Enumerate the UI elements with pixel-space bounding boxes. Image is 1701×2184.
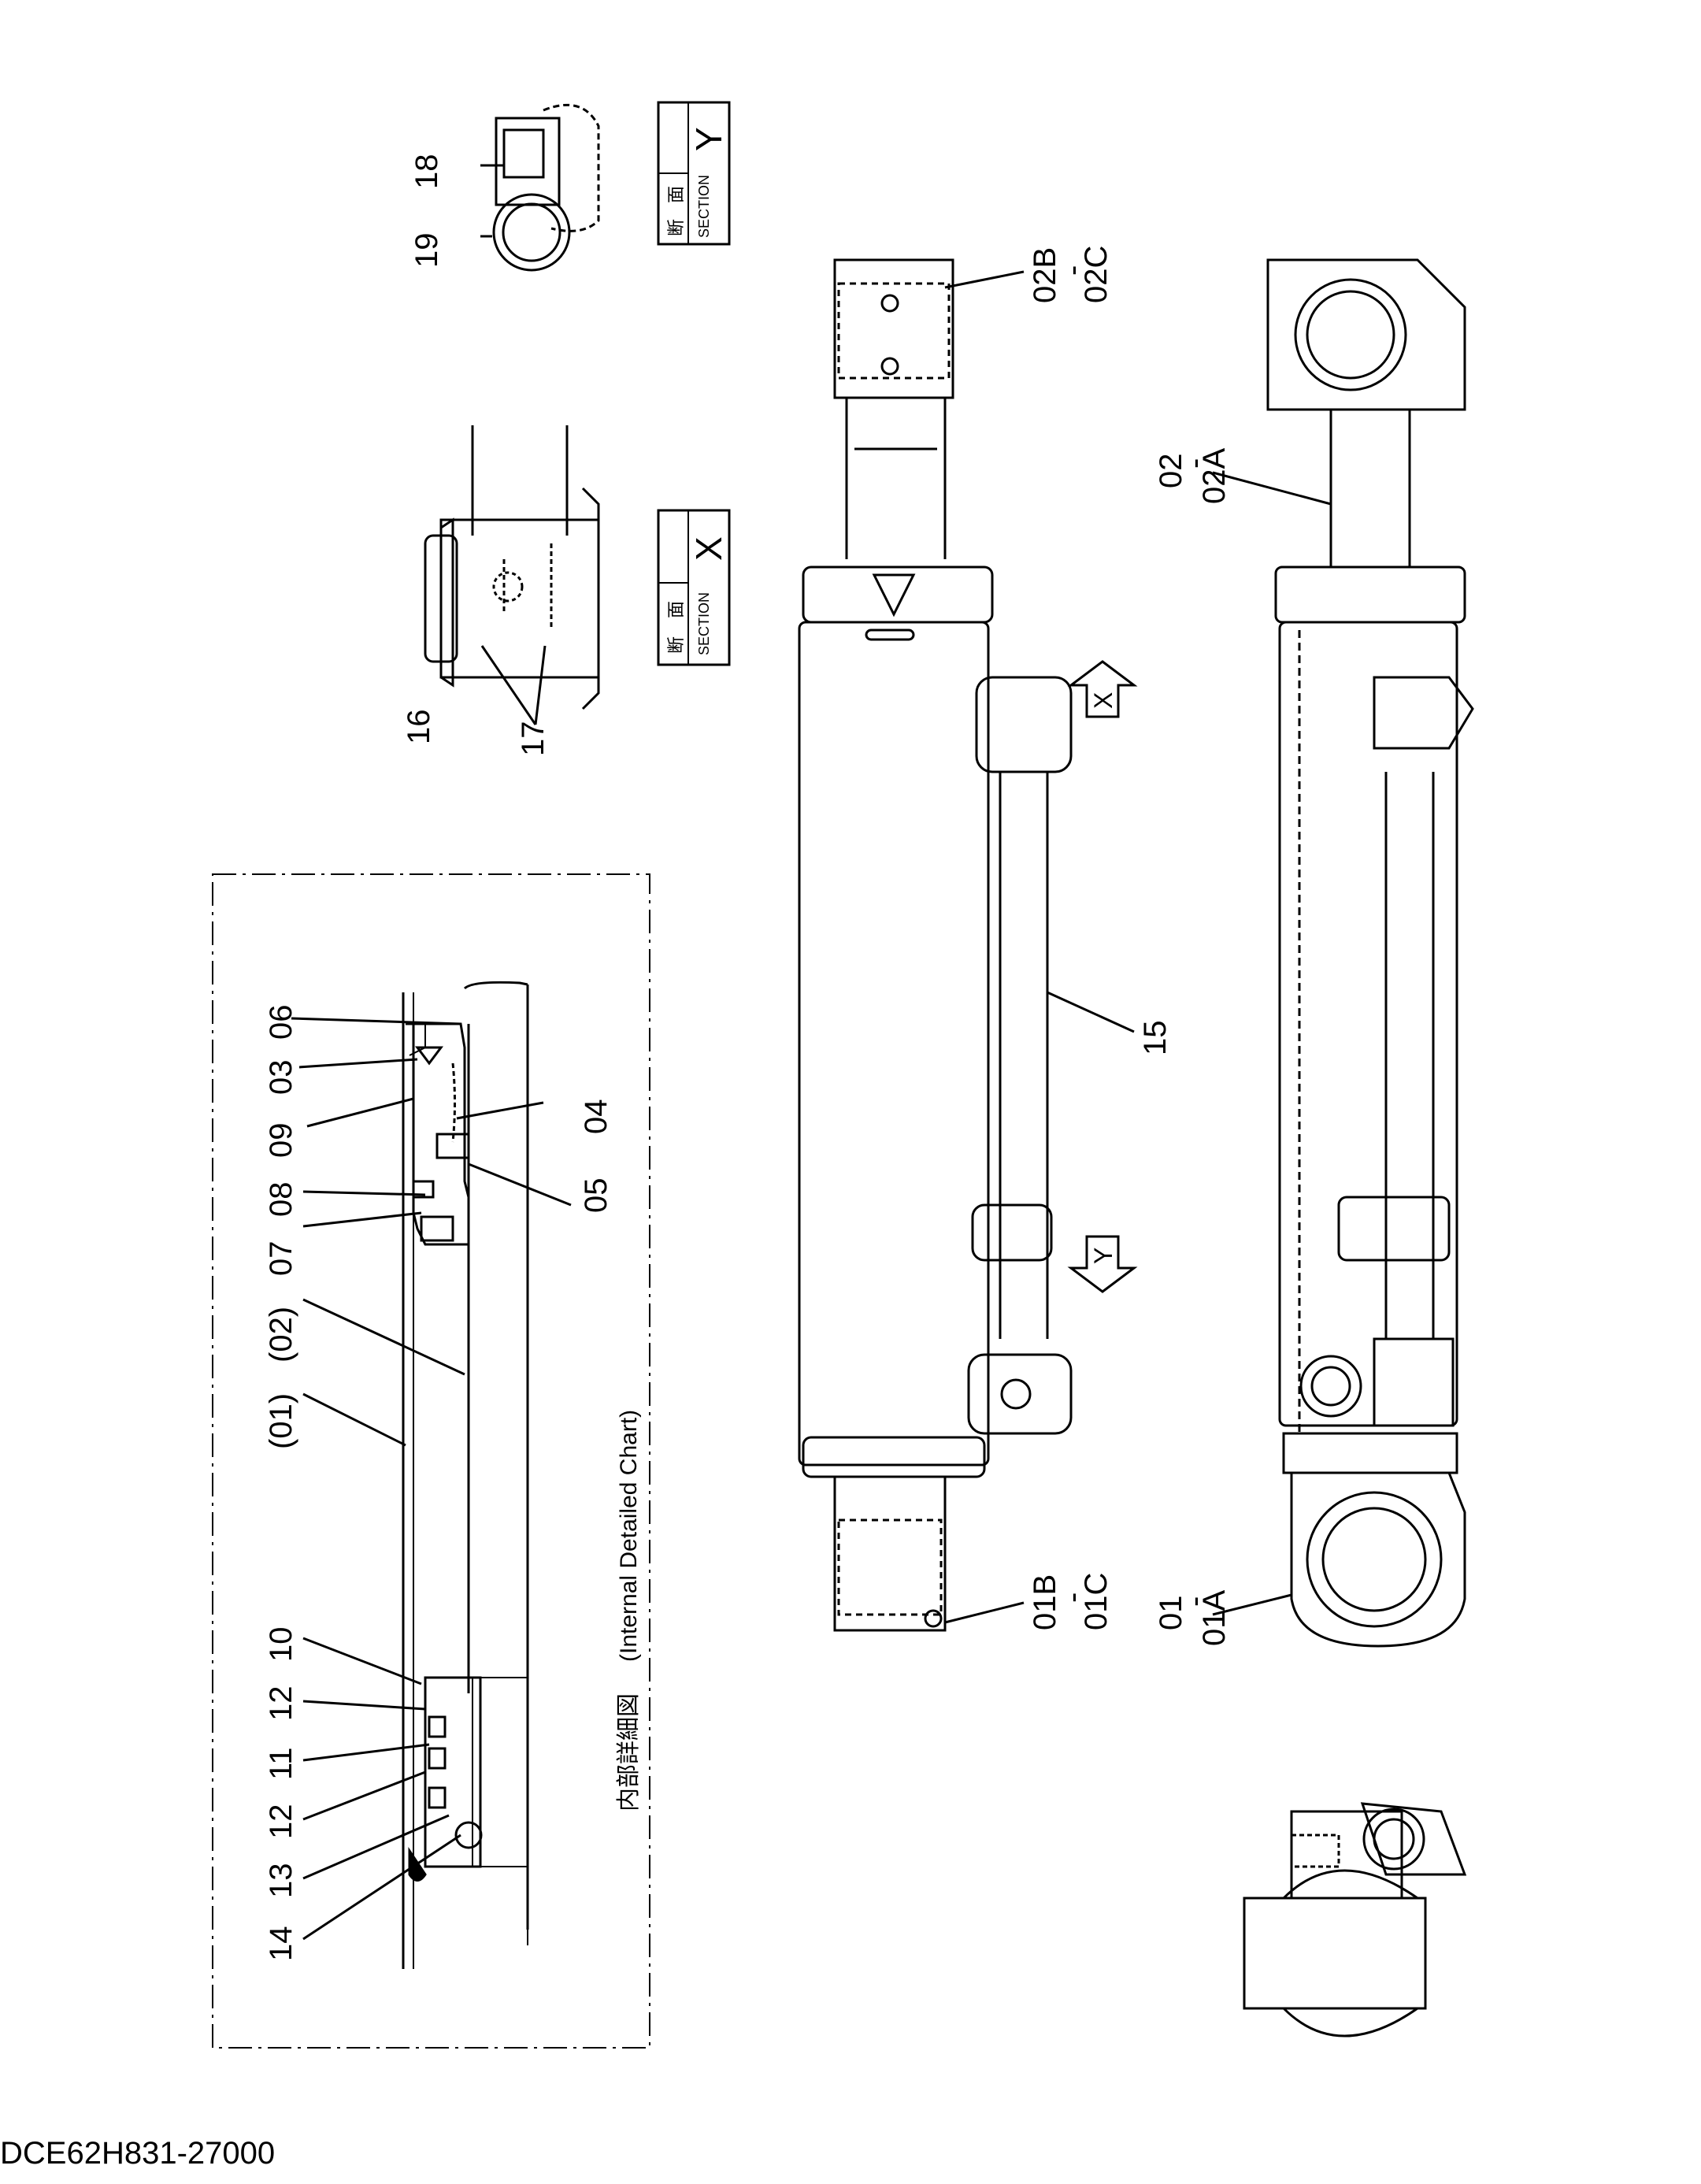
detail-callout-10: 10 — [264, 1627, 298, 1663]
section-y-kanji-2: 面 — [667, 186, 687, 203]
side-callout-dash-bottom: - — [1055, 1593, 1090, 1603]
side-callout-01b: 01B — [1028, 1574, 1062, 1630]
detail-callout-05: 05 — [579, 1178, 613, 1214]
section-y-view — [480, 103, 600, 272]
section-x-label-box — [657, 509, 731, 666]
detail-callout-02: (02) — [264, 1307, 298, 1363]
top-callout-01a: 01A — [1197, 1590, 1232, 1646]
detail-callout-09: 09 — [264, 1123, 298, 1159]
section-x-view — [424, 425, 600, 725]
internal-detail-chart — [212, 873, 650, 2049]
detail-callout-13: 13 — [264, 1863, 298, 1899]
side-callout-dash-top: - — [1055, 265, 1090, 276]
section-y-letter: Y — [688, 127, 729, 151]
detail-callout-11: 11 — [264, 1747, 298, 1780]
section-y-kanji-1: 断 — [667, 219, 687, 236]
section-y-word: SECTION — [696, 175, 712, 238]
section-x-letter: X — [688, 536, 729, 561]
detail-callout-08: 08 — [264, 1182, 298, 1218]
top-callout-dash-top: - — [1177, 458, 1212, 469]
cylinder-side-view — [798, 258, 1138, 1632]
detail-callout-12a: 12 — [264, 1686, 298, 1722]
section-x-callout-17: 17 — [516, 721, 550, 757]
side-callout-02b: 02B — [1028, 247, 1062, 303]
drawing-code: DCE62H831-27000 — [0, 2136, 276, 2171]
section-x-callout-16: 16 — [402, 710, 436, 745]
cylinder-end-view — [1243, 1802, 1467, 2038]
section-x-kanji-2: 面 — [667, 601, 687, 618]
section-y-callout-19: 19 — [410, 233, 444, 269]
detail-callout-03: 03 — [264, 1060, 298, 1096]
view-arrow-y-label: Y — [1089, 1248, 1117, 1264]
detail-callout-06: 06 — [264, 1005, 298, 1040]
section-x-word: SECTION — [696, 592, 712, 655]
side-callout-15: 15 — [1138, 1021, 1173, 1056]
side-callout-02c: 02C — [1079, 246, 1114, 303]
top-callout-02a: 02A — [1197, 448, 1232, 504]
section-y-callout-18: 18 — [410, 154, 444, 190]
top-callout-02: 02 — [1154, 454, 1188, 489]
detail-chart-title-jp: 内部詳細図 — [615, 1693, 643, 1811]
view-arrow-x-label: X — [1089, 692, 1117, 709]
top-callout-01: 01 — [1154, 1596, 1188, 1631]
detail-callout-07: 07 — [264, 1241, 298, 1277]
top-callout-dash-bottom: - — [1177, 1596, 1212, 1607]
side-callout-01c: 01C — [1079, 1573, 1114, 1630]
cylinder-top-view — [1212, 258, 1474, 1648]
detail-callout-01: (01) — [264, 1393, 298, 1449]
detail-callout-14: 14 — [264, 1926, 298, 1962]
detail-callout-04: 04 — [579, 1099, 613, 1135]
section-x-kanji-1: 断 — [667, 636, 687, 654]
detail-callout-12b: 12 — [264, 1804, 298, 1840]
detail-chart-title-en: (Internal Detailed Chart) — [616, 1410, 642, 1662]
